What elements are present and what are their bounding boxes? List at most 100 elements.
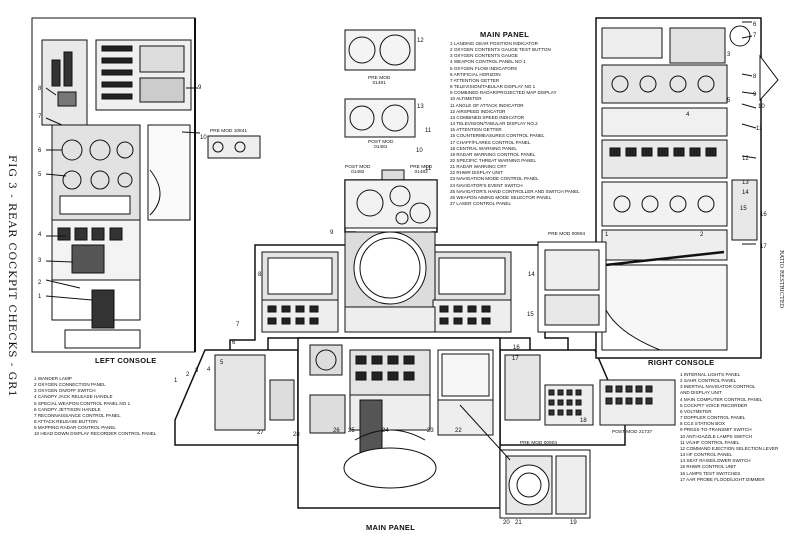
legend-item: 2 SAHR CONTROL PANEL (680, 378, 737, 384)
callout-number: 2 (700, 232, 704, 238)
callout-number: 14 (742, 190, 749, 196)
callout-number: 8 (258, 272, 262, 278)
legend-item: 9 MAPPING RADAR CONTROL PANEL (34, 425, 116, 431)
callout-number: 10 (200, 135, 207, 141)
legend-item: 20 SPECIFIC THREAT WARNING PANEL (450, 157, 537, 163)
figure-side-note: RATIO RESTRICTED (778, 250, 784, 309)
callout-number: 5 (727, 98, 731, 104)
callout-number: 3 (195, 368, 199, 374)
main-panel-heading: MAIN PANEL (480, 30, 530, 39)
legend-item: 1 INTERNAL LIGHTS PANEL (680, 372, 741, 377)
callout-number: 19 (570, 520, 577, 526)
legend-item: 7 DOPPLER CONTROL PANEL (680, 415, 746, 421)
legend-item: AND DISPLAY UNIT (680, 390, 722, 396)
legend-item: 16 COUNTERMEASURES CONTROL PANEL (450, 133, 545, 139)
callout-number: 6 (232, 340, 236, 346)
callout-number: 10 (416, 148, 423, 154)
legend-item: 23 NAVIGATION MODE CONTROL PANEL (450, 176, 539, 182)
legend-item: 3 OXYGEN CONTENTS GAUGE (450, 53, 518, 59)
legend-item: 1 WANDER LAMP (34, 376, 72, 381)
legend-item: 5 COCKPIT VOICE RECORDER (680, 402, 748, 408)
callout-number: 8 (38, 86, 42, 92)
callout-number: 9 (753, 92, 757, 98)
legend-item: 15 RHWR CONTROL UNIT (680, 464, 737, 470)
callout-number: 23 (427, 428, 434, 434)
callout-number: 11 (425, 166, 432, 172)
legend-item: 3 OXYGEN ON/OFF SWITCH (34, 388, 96, 394)
legend-item: 8 CCS STATION BOX (680, 421, 726, 427)
legend-item: 6 VOLTMETER (680, 408, 712, 414)
callout-number: 21 (515, 520, 522, 526)
callout-number: 3 (38, 258, 42, 264)
legend-item: 17 AAR PROBE FLOOD/LIGHT DIMMER (680, 476, 765, 482)
callout-number: 7 (753, 33, 757, 39)
legend-item: 22 RHWR DISPLAY UNIT (450, 170, 503, 176)
legend-item: 19 RADAR WARNING CONTROL PANEL (450, 151, 536, 157)
legend-item: 17 CHAFF/FLARES CONTROL PANEL (450, 139, 531, 145)
left-console-legend: 1 WANDER LAMP 2 OXYGEN CONNECTION PANEL … (34, 376, 156, 438)
callout-number: 13 (742, 180, 749, 186)
legend-item: 15 ATTENTION GETTER (450, 127, 502, 133)
mod-label: PRE MOD 00904 (520, 441, 558, 446)
legend-item: 3 INERTIAL NAVIGATOR CONTROL (680, 384, 756, 390)
legend-item: 5 SPECIAL WEAPON CONTROL PANEL NO 1 (34, 400, 131, 406)
legend-item: 14 SEAT RAISE/LOWER SWITCH (680, 458, 751, 464)
legend-item: 10 HEAD DOWN DISPLAY RECORDER CONTROL PA… (34, 431, 157, 437)
main-panel-legend: 1 LANDING GEAR POSITION INDICATOR 2 OXYG… (450, 41, 580, 207)
callout-number: 16 (513, 345, 520, 351)
main-panel-footer: MAIN PANEL (366, 523, 416, 532)
legend-item: 12 AIRSPEED INDICATOR (450, 108, 506, 114)
callout-number: 3 (727, 52, 731, 58)
callout-number: 12 (742, 156, 749, 162)
legend-item: 4 WEAPON CONTROL PANEL NO 1 (450, 59, 526, 65)
legend-item: 6 ARTIFICIAL HORIZON (450, 71, 501, 77)
callout-number: 5 (220, 360, 224, 366)
callout-number: 1 (174, 378, 178, 384)
legend-item: 24 NAVIGATOR'S EVENT SWITCH (450, 182, 523, 188)
callout-number: 13 (417, 104, 424, 110)
callout-number: 25 (348, 428, 355, 434)
callout-number: 26 (333, 428, 340, 434)
right-console-drawing (537, 17, 779, 359)
legend-item: 11 ANGLE OF ATTACK INDICATOR (450, 102, 524, 108)
callout-number: 6 (753, 22, 757, 28)
left-console-drawing (31, 17, 261, 353)
legend-item: 9 COMBINED RADAR/PROJECTED MAP DISPLAY (450, 90, 557, 96)
legend-item: 4 CANOPY JACK RELEASE HANDLE (34, 394, 113, 400)
legend-item: 11 V/UHF CONTROL PANEL (680, 439, 740, 445)
callout-number: 11 (425, 128, 432, 134)
callout-number: 2 (38, 280, 42, 286)
right-console-heading: RIGHT CONSOLE (648, 358, 715, 367)
legend-item: 8 TELEVISION/TABULAR DISPLAY NO 1 (450, 84, 536, 90)
callout-number: 18 (580, 418, 587, 424)
legend-item: 5 OXYGEN FLOW INDICATORS (450, 65, 518, 71)
callout-number: 20 (503, 520, 510, 526)
callout-number: 8 (753, 74, 757, 80)
mod-label: PRE MOD 01482 (410, 165, 433, 175)
legend-item: 10 ANTI-DAZZLE LAMPS SWITCH (680, 433, 752, 439)
right-console-legend: 1 INTERNAL LIGHTS PANEL 2 SAHR CONTROL P… (680, 372, 778, 483)
legend-item: 7 RECONNAISSANCE CONTROL PANEL (34, 412, 121, 418)
callout-number: 17 (760, 244, 767, 250)
legend-item: 25 NAVIGATOR'S HAND CONTROLLER AND SWITC… (450, 188, 580, 194)
mod-label: PRE MOD 01481 (368, 76, 391, 86)
legend-item: 8 ATTACK RELEASE BUTTON (34, 419, 98, 425)
figure-side-title: FIG 3 - REAR COCKPIT CHECKS - GR1 (6, 155, 18, 398)
mod-label: POST MOD 01481 (368, 140, 394, 150)
legend-item: 16 LAMPS TEST SWITCHES (680, 470, 741, 476)
legend-item: 10 ALTIMETER (450, 96, 482, 102)
callout-number: 15 (740, 206, 747, 212)
legend-item: 2 OXYGEN CONTENTS GAUGE TEST BUTTON (450, 47, 551, 53)
callout-number: 17 (512, 356, 519, 362)
callout-number: 9 (198, 85, 202, 91)
callout-number: 2 (186, 372, 190, 378)
legend-item: 14 TELEVISION/TABULAR DISPLAY NO.2 (450, 121, 538, 127)
callout-number: 14 (528, 272, 535, 278)
left-console-heading: LEFT CONSOLE (95, 356, 157, 365)
callout-number: 1 (605, 232, 609, 238)
mod-label: PRE MOD 00904 (548, 232, 586, 237)
legend-item: 6 CANOPY JETTISON HANDLE (34, 406, 101, 412)
mod-label: POST MOD 21737 (612, 430, 653, 435)
main-panel-insets (344, 29, 416, 181)
